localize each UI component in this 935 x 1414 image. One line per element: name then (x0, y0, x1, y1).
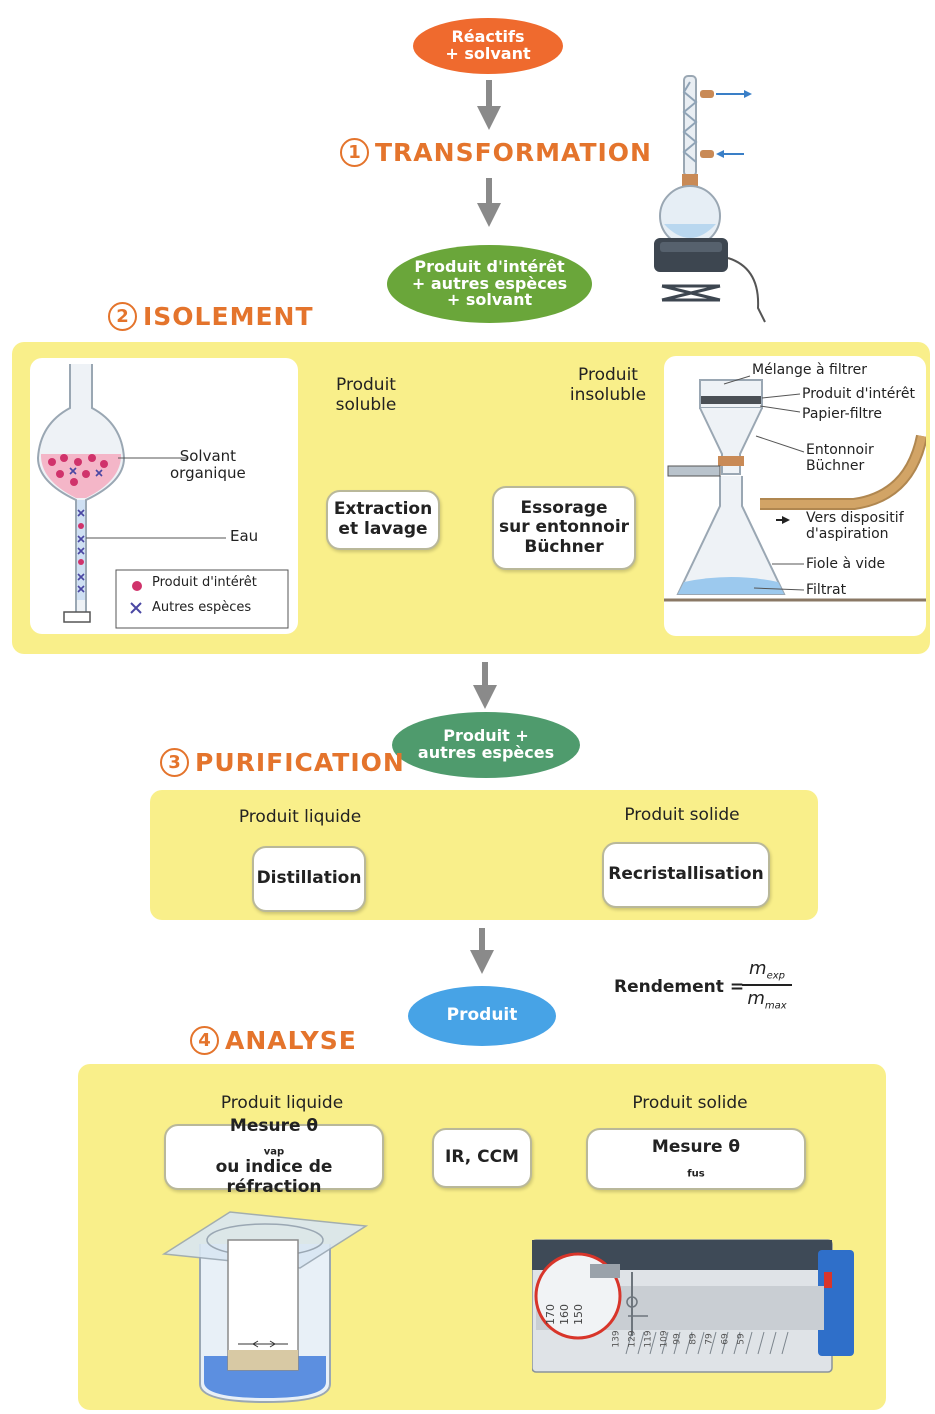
label-solvant-organique: Solvant organique (170, 447, 246, 483)
rendement-den-m: m (747, 987, 765, 1009)
label-melange-a-filtrer: Mélange à filtrer (752, 362, 868, 378)
reflux-apparatus-illustration (654, 75, 766, 323)
rendement-num-sub: exp (766, 970, 785, 982)
kofler-tick-170: 170 (544, 1304, 557, 1325)
label-purif-solide: Produit solide (624, 805, 740, 825)
box-mesure-fus-line: Mesure θ fus (652, 1138, 740, 1179)
step-label-transformation: TRANSFORMATION (375, 138, 652, 167)
step-number-4: 4 (190, 1026, 219, 1055)
kofler-tick-150: 150 (572, 1304, 585, 1325)
label-vers-aspiration: Vers dispositif d'aspiration (806, 510, 904, 542)
box-essorage-line3: Büchner (524, 536, 604, 557)
oval-purif-line1: Produit + (443, 726, 529, 746)
kofler-tick-79: 79 (704, 1333, 715, 1345)
step-label-analyse: ANALYSE (225, 1026, 357, 1055)
mesure-fus-sub: fus (687, 1168, 705, 1180)
rendement-fraction: mexp mmax (742, 958, 792, 1011)
kofler-tick-99: 99 (672, 1333, 683, 1345)
separatory-funnel-illustration (36, 364, 289, 629)
box-mesure-vap-line1: Mesure θ vap (229, 1115, 319, 1158)
label-filtrat: Filtrat (806, 582, 847, 598)
mesure-vap-text: Mesure θ (229, 1115, 319, 1136)
kofler-tick-129: 129 (627, 1330, 638, 1348)
label-solvant-line2: organique (170, 464, 246, 483)
box-extraction-lavage: Extraction et lavage (326, 490, 440, 550)
kofler-tick-69: 69 (720, 1333, 731, 1345)
rendement-label: Rendement = (614, 977, 745, 997)
box-essorage-buchner: Essorage sur entonnoir Büchner (492, 486, 636, 570)
box-essorage-line1: Essorage (520, 497, 608, 518)
kofler-tick-139: 139 (611, 1330, 622, 1348)
step-label-isolement: ISOLEMENT (143, 302, 314, 331)
label-analyse-liquide: Produit liquide (220, 1093, 344, 1113)
start-oval-line1: Réactifs (451, 27, 525, 47)
kofler-tick-109: 109 (659, 1330, 670, 1348)
label-analyse-solide: Produit solide (632, 1093, 748, 1113)
label-buchner-produit: Produit d'intérêt (802, 386, 915, 402)
rendement-num-m: m (749, 958, 767, 979)
ccm-tank-illustration (161, 1211, 369, 1404)
oval-interet-line3: + solvant (446, 290, 533, 310)
step-label-purification: PURIFICATION (195, 748, 405, 777)
label-entonnoir-line2: Büchner (806, 458, 865, 475)
oval-produit-autres-especes: Produit + autres espèces (392, 712, 580, 778)
start-oval-reactifs: Réactifs + solvant (413, 18, 563, 74)
label-solvant-line1: Solvant (179, 447, 237, 465)
box-mesure-vap: Mesure θ vap ou indice de réfraction (164, 1116, 384, 1197)
kofler-tick-59: 59 (736, 1333, 747, 1345)
step-number-1: 1 (340, 138, 369, 167)
kofler-tick-160: 160 (558, 1304, 571, 1325)
label-soluble-line1: Produit (336, 375, 396, 395)
label-vers-line2: d'aspiration (806, 526, 889, 543)
kofler-tick-89: 89 (688, 1333, 699, 1345)
label-soluble-line2: soluble (335, 394, 397, 415)
box-recristallisation: Recristallisation (602, 842, 770, 908)
kofler-tick-119: 119 (643, 1330, 654, 1348)
mesure-fus-text: Mesure θ (651, 1137, 741, 1158)
label-eau: Eau (230, 527, 259, 545)
oval-purif-line2: autres espèces (417, 743, 555, 762)
legend-autres-especes: Autres espèces (152, 600, 252, 615)
rendement-numerator: mexp (742, 958, 792, 982)
oval-produit: Produit (408, 986, 556, 1046)
buchner-illustration (664, 375, 926, 602)
label-insoluble-line1: Produit (578, 365, 638, 385)
step-number-2: 2 (108, 302, 137, 331)
legend-produit-interet: Produit d'intérêt (152, 575, 257, 590)
rendement-formula: Rendement = mexp mmax (614, 958, 814, 1018)
rendement-denominator: mmax (742, 988, 792, 1012)
label-insoluble-line2: insoluble (569, 384, 647, 405)
step-number-3: 3 (160, 748, 189, 777)
mesure-vap-sub: vap (263, 1146, 285, 1158)
label-entonnoir-buchner: Entonnoir Büchner (806, 442, 874, 474)
label-produit-insoluble: Produit insoluble (558, 365, 658, 405)
label-produit-soluble: Produit soluble (318, 375, 414, 415)
rendement-den-sub: max (764, 1000, 787, 1012)
label-vers-line1: Vers dispositif (806, 510, 904, 526)
box-essorage-line2: sur entonnoir (498, 517, 630, 538)
box-distillation: Distillation (252, 846, 366, 912)
label-papier-filtre: Papier-filtre (802, 406, 882, 422)
fraction-bar (742, 983, 792, 986)
oval-produit-interet: Produit d'intérêt + autres espèces + sol… (387, 245, 592, 323)
oval-interet-line1: Produit d'intérêt (414, 256, 565, 276)
banc-kofler-illustration (532, 1239, 854, 1373)
box-mesure-vap-line2: ou indice de réfraction (215, 1157, 333, 1197)
box-mesure-fus: Mesure θ fus (586, 1128, 806, 1190)
box-extraction-line1: Extraction (333, 499, 433, 520)
label-purif-liquide: Produit liquide (238, 807, 362, 827)
box-ir-ccm: IR, CCM (432, 1128, 532, 1188)
label-entonnoir-line1: Entonnoir (806, 442, 874, 458)
label-fiole-a-vide: Fiole à vide (806, 556, 886, 572)
oval-interet-line2: + autres espèces (411, 273, 568, 293)
kofler-scale-readout: 170 160 150 139 129 119 109 99 89 79 69 … (540, 1300, 780, 1360)
start-oval-line2: + solvant (445, 44, 531, 63)
box-extraction-line2: et lavage (338, 519, 428, 539)
